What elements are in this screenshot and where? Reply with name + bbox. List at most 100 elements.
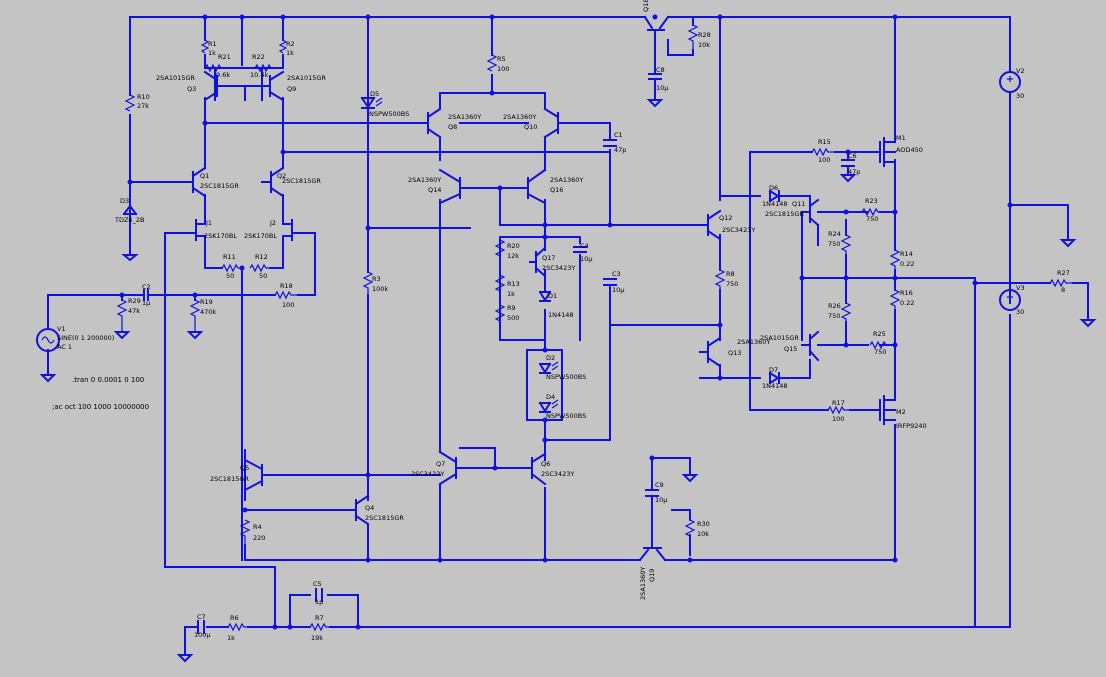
transistor-q18[interactable]: Q18 [642,0,670,41]
svg-text:AOD450: AOD450 [896,146,923,154]
svg-text:R16: R16 [900,289,913,297]
svg-text:1k: 1k [227,634,235,642]
svg-text:500: 500 [507,314,519,322]
svg-text:1N4148: 1N4148 [548,311,574,319]
svg-text:47p: 47p [848,168,860,176]
svg-text:10µ: 10µ [655,496,667,504]
svg-text:0.22: 0.22 [900,260,914,268]
svg-text:10µ: 10µ [656,84,668,92]
transistor-q19[interactable]: Q19 2SA1360Y [638,539,667,600]
ac-directive[interactable]: ;ac oct 100 1000 10000000 [52,403,149,411]
svg-text:R1: R1 [208,40,217,48]
resistor-r6[interactable]: R6 1k [227,614,248,642]
svg-text:2SA1015GR: 2SA1015GR [156,74,195,82]
capacitor-c6[interactable]: C6 47p [841,152,860,176]
svg-text:C6: C6 [848,152,857,160]
svg-text:C7: C7 [197,613,206,621]
voltage-source-v1[interactable]: V1 SINE(0 1 200000) AC 1 [36,325,114,352]
svg-text:10k: 10k [697,530,709,538]
svg-text:R13: R13 [507,280,520,288]
svg-text:30: 30 [1016,92,1024,100]
svg-text:D6: D6 [769,184,778,192]
svg-text:100: 100 [818,156,830,164]
svg-text:R6: R6 [230,614,239,622]
svg-text:30: 30 [1016,308,1024,316]
svg-text:Q7: Q7 [436,460,445,468]
svg-text:R28: R28 [698,31,711,39]
tran-directive[interactable]: .tran 0 0.0001 0 100 [72,376,144,384]
svg-text:2SA1360Y: 2SA1360Y [639,567,647,600]
svg-text:2SC1815GR: 2SC1815GR [210,475,249,483]
svg-text:1p: 1p [315,598,323,606]
